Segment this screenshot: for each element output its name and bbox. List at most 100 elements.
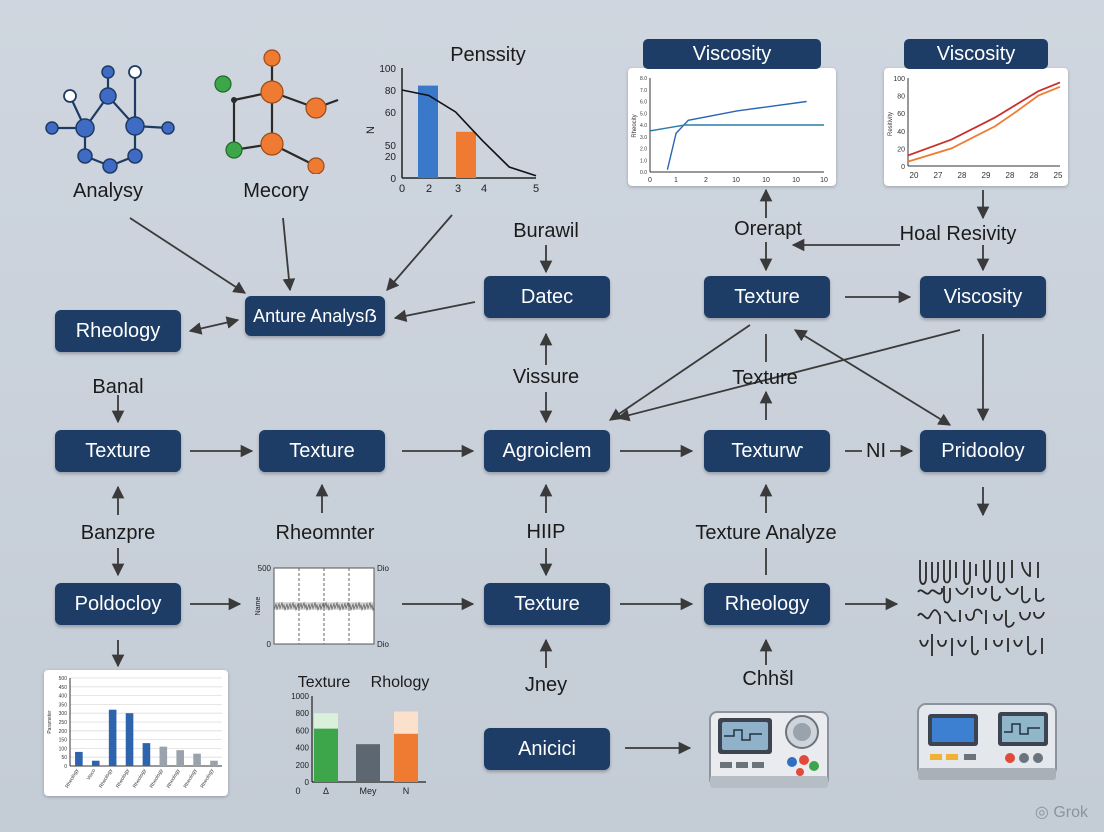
- y-tick-label: 0.0: [640, 170, 647, 176]
- bar: [108, 709, 117, 766]
- watermark-text: Grok: [1053, 804, 1088, 821]
- chart-title: Penssity: [450, 44, 526, 66]
- icon-label: Analysy: [72, 180, 144, 202]
- node-datec[interactable]: Datec: [484, 276, 610, 318]
- x-tick-label: 28: [1006, 171, 1015, 180]
- y-tick-label: 100: [59, 746, 68, 752]
- y-tick-label: 50: [385, 141, 397, 152]
- y-tick-label: 500: [59, 676, 68, 682]
- y-tick-label: 800: [296, 709, 310, 718]
- node-anture-analysis[interactable]: Anture Analysẞ: [245, 296, 385, 336]
- y-tick-label: 200: [59, 729, 68, 735]
- y-tick-label: 300: [59, 711, 68, 717]
- node-poldocloy[interactable]: Poldocloy: [55, 583, 181, 625]
- y-tick-label: 2.0: [640, 147, 647, 153]
- edge: [393, 301, 476, 322]
- y-tick-label: 20: [385, 152, 397, 163]
- y-tick-label: 0: [390, 174, 396, 185]
- x-tick-label: Rheology: [132, 768, 148, 790]
- node-label: Agroiclem: [502, 439, 592, 462]
- bar: [176, 750, 184, 766]
- node-texture[interactable]: Texture: [484, 583, 610, 625]
- node-label: Anture Analysẞ: [253, 305, 377, 326]
- y-tick-label: 7.0: [640, 88, 647, 94]
- bar: [394, 733, 418, 782]
- y-tick-label: 500: [258, 564, 272, 573]
- y-tick-label: 8.0: [640, 76, 647, 82]
- node-agroiclem[interactable]: Agroiclem: [484, 430, 610, 472]
- bar: [418, 85, 438, 178]
- node-texture[interactable]: Texture: [55, 430, 181, 472]
- bar: [125, 713, 134, 766]
- bar-cap: [394, 711, 418, 734]
- x-tick-label: 4: [481, 183, 487, 195]
- noise-signal: [273, 601, 375, 612]
- y-tick-label: 100: [379, 64, 396, 75]
- x-tick-label: 25: [1054, 171, 1063, 180]
- node-label: Rheology: [724, 592, 810, 615]
- node-label: Texture: [85, 439, 151, 462]
- series-line: [649, 124, 824, 132]
- node-label: Datec: [520, 285, 574, 308]
- series-line: [907, 81, 1061, 157]
- node-pridooloy[interactable]: Pridooloy: [920, 430, 1046, 472]
- edge: [608, 324, 751, 421]
- x-tick-label: 28: [1030, 171, 1039, 180]
- y-tick-label: 400: [59, 694, 68, 700]
- y-tick-label: 150: [59, 738, 68, 744]
- y-tick-label: 80: [897, 94, 905, 101]
- x-tick-label: 27: [934, 171, 943, 180]
- edge-label: Banzpre: [80, 522, 156, 544]
- molecule-icon: [45, 65, 175, 174]
- node-rheology[interactable]: Rheology: [704, 583, 830, 625]
- node-viscosity[interactable]: Viscosity: [920, 276, 1046, 318]
- node-rheology[interactable]: Rheology: [55, 310, 181, 352]
- edge: [793, 329, 952, 426]
- x-tick-label: 10: [762, 177, 770, 184]
- y-tick-label: 450: [59, 685, 68, 691]
- x-tick-label: 20: [910, 171, 919, 180]
- y-tick-label: 0: [305, 778, 310, 787]
- x-tick-label: 29: [982, 171, 991, 180]
- node-label: Texture: [514, 592, 580, 615]
- y-tick-label: 0: [64, 764, 67, 770]
- chart-title-chip: Viscosity: [904, 39, 1048, 69]
- bar: [456, 131, 476, 178]
- right-tick-label: Dio: [377, 564, 390, 573]
- x-tick-label: Rheology: [200, 768, 216, 790]
- node-label: Poldocloy: [74, 592, 162, 615]
- edge-label: NI: [866, 440, 886, 462]
- y-tick-label: 6.0: [640, 100, 647, 106]
- edge-label: Banal: [92, 376, 144, 398]
- bar-cap: [314, 713, 338, 729]
- y-axis-label: Parameter: [47, 710, 53, 734]
- x-tick-label: 0: [648, 177, 652, 184]
- edge-label: Texture Analyze: [695, 522, 837, 544]
- x-tick-label: Δ: [323, 786, 329, 796]
- series-line: [666, 100, 807, 170]
- x-tick-label: 0: [399, 183, 405, 195]
- y-tick-label: 5.0: [640, 111, 647, 117]
- node-label: Texturⱳ: [731, 439, 803, 462]
- y-axis-label: Rheocity: [632, 114, 638, 137]
- edge-label: Vissure: [512, 366, 580, 388]
- x-tick-label: 10: [732, 177, 740, 184]
- node-texture[interactable]: Texture: [704, 276, 830, 318]
- x-tick-label: 0: [295, 786, 300, 796]
- y-tick-label: 100: [893, 76, 905, 83]
- x-tick-label: Rheology: [166, 768, 182, 790]
- x-tick-label: Visco: [86, 768, 97, 782]
- chart-title-chip: Viscosity: [643, 39, 821, 69]
- node-texture[interactable]: Texture: [259, 430, 385, 472]
- bar: [314, 728, 338, 782]
- bar: [159, 746, 168, 766]
- y-axis-label: Resitivity: [888, 112, 894, 136]
- x-tick-label: 1: [674, 177, 678, 184]
- y-tick-label: 40: [897, 129, 905, 136]
- node-anicici[interactable]: Anicici: [484, 728, 610, 770]
- node-texturw[interactable]: Texturⱳ: [704, 430, 830, 472]
